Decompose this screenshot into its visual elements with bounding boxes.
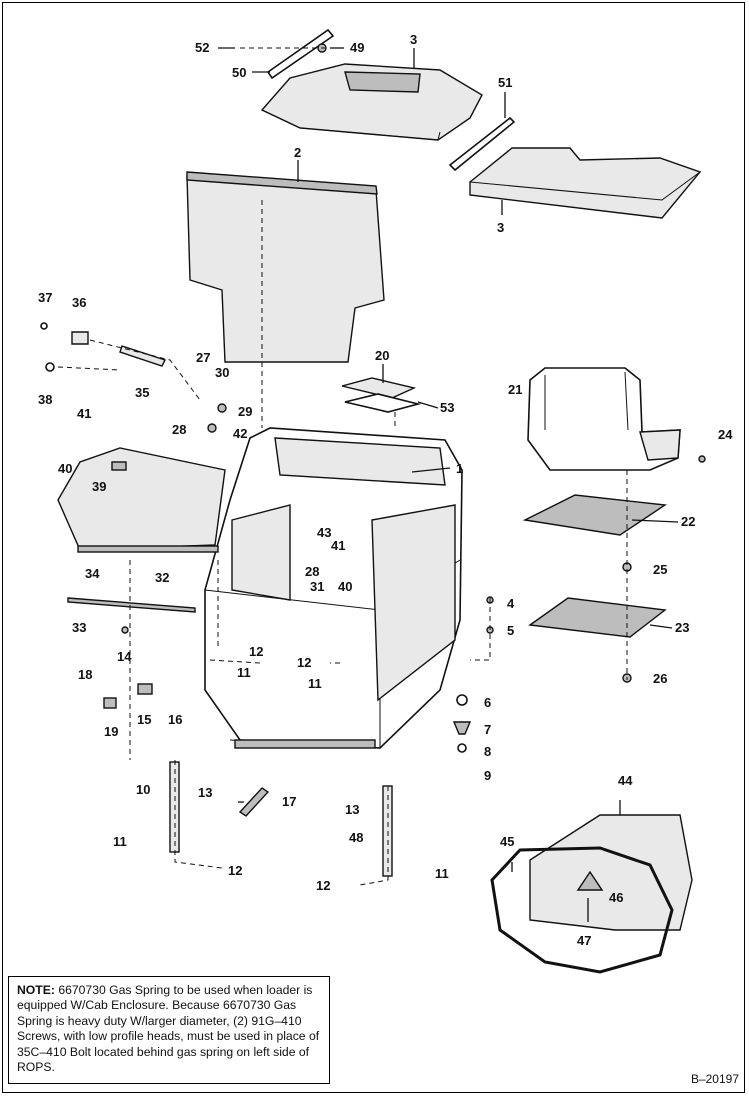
label-part-49: 49 bbox=[350, 40, 364, 55]
label-part-11-left: 11 bbox=[113, 834, 127, 849]
label-part-11-bottom: 11 bbox=[435, 866, 449, 881]
side-window-34-39 bbox=[57, 447, 226, 553]
label-part-35: 35 bbox=[135, 385, 149, 400]
label-part-44: 44 bbox=[618, 773, 633, 788]
label-part-40-left: 40 bbox=[58, 461, 72, 476]
roof-panel-lower bbox=[469, 147, 702, 219]
label-part-41-left: 41 bbox=[77, 406, 91, 421]
label-part-7: 7 bbox=[484, 722, 491, 737]
label-part-39: 39 bbox=[92, 479, 106, 494]
label-part-13-right: 13 bbox=[345, 802, 359, 817]
label-part-38: 38 bbox=[38, 392, 52, 407]
label-part-37: 37 bbox=[38, 290, 52, 305]
label-part-3-top: 3 bbox=[410, 32, 417, 47]
label-part-19: 19 bbox=[104, 724, 118, 739]
label-part-41-center: 41 bbox=[331, 538, 345, 553]
label-part-26: 26 bbox=[653, 671, 667, 686]
drawing-number: B–20197 bbox=[690, 1072, 739, 1086]
seat-plate-22 bbox=[522, 494, 667, 536]
label-part-40-center: 40 bbox=[338, 579, 352, 594]
label-part-52: 52 bbox=[195, 40, 209, 55]
label-part-36: 36 bbox=[72, 295, 86, 310]
wiper-arm-50 bbox=[266, 28, 335, 80]
label-part-14: 14 bbox=[117, 649, 132, 664]
seat-plate-23 bbox=[528, 597, 667, 638]
label-part-13-left: 13 bbox=[198, 785, 212, 800]
label-part-12-left: 12 bbox=[228, 863, 242, 878]
label-part-2: 2 bbox=[294, 145, 301, 160]
note-label: NOTE: bbox=[17, 983, 55, 997]
label-part-29: 29 bbox=[238, 404, 252, 419]
label-part-10: 10 bbox=[136, 782, 150, 797]
label-part-27: 27 bbox=[196, 350, 210, 365]
label-part-12-center: 12 bbox=[249, 644, 263, 659]
label-part-1: 1 bbox=[456, 461, 463, 476]
label-part-3-bottom: 3 bbox=[497, 220, 504, 235]
seal-45 bbox=[490, 846, 674, 974]
label-part-32: 32 bbox=[155, 570, 169, 585]
label-part-18: 18 bbox=[78, 667, 92, 682]
seat-bar-parts-35-36 bbox=[40, 322, 166, 372]
rod-33 bbox=[67, 597, 196, 613]
label-part-51: 51 bbox=[498, 75, 512, 90]
label-part-34: 34 bbox=[85, 566, 100, 581]
roof-panel-upper bbox=[260, 63, 483, 141]
rops-cab-frame-1 bbox=[204, 427, 463, 749]
label-part-6: 6 bbox=[484, 695, 491, 710]
label-part-17: 17 bbox=[282, 794, 296, 809]
label-part-4: 4 bbox=[507, 596, 515, 611]
label-part-16: 16 bbox=[168, 712, 182, 727]
label-part-5: 5 bbox=[507, 623, 514, 638]
label-part-8: 8 bbox=[484, 744, 491, 759]
label-part-28-center: 28 bbox=[305, 564, 319, 579]
label-part-20: 20 bbox=[375, 348, 389, 363]
label-part-15: 15 bbox=[137, 712, 151, 727]
label-part-28-top: 28 bbox=[172, 422, 186, 437]
label-part-9: 9 bbox=[484, 768, 491, 783]
label-part-25: 25 bbox=[653, 562, 667, 577]
label-part-42: 42 bbox=[233, 426, 247, 441]
label-part-53: 53 bbox=[440, 400, 454, 415]
rear-panel-2 bbox=[186, 171, 385, 363]
label-part-48: 48 bbox=[349, 830, 363, 845]
label-part-11-right: 11 bbox=[308, 676, 322, 691]
label-part-24: 24 bbox=[718, 427, 733, 442]
strip-17 bbox=[238, 787, 270, 817]
label-part-23: 23 bbox=[675, 620, 689, 635]
label-part-22: 22 bbox=[681, 514, 695, 529]
wiper-blade-51 bbox=[448, 116, 516, 172]
label-part-12-right: 12 bbox=[297, 655, 311, 670]
label-part-43: 43 bbox=[317, 525, 331, 540]
label-part-33: 33 bbox=[72, 620, 86, 635]
note-text: 6670730 Gas Spring to be used when loade… bbox=[17, 983, 320, 1075]
label-part-11-center: 11 bbox=[237, 665, 251, 680]
cover-44 bbox=[529, 814, 693, 931]
label-part-31: 31 bbox=[310, 579, 324, 594]
seat-21 bbox=[527, 367, 681, 471]
label-part-50: 50 bbox=[232, 65, 246, 80]
label-part-47: 47 bbox=[577, 933, 591, 948]
label-part-12-bottom: 12 bbox=[316, 878, 330, 893]
label-part-30: 30 bbox=[215, 365, 229, 380]
hardware-marks bbox=[103, 43, 706, 753]
note-box: NOTE: 6670730 Gas Spring to be used when… bbox=[8, 976, 330, 1084]
label-part-46: 46 bbox=[609, 890, 623, 905]
top-window-20-53 bbox=[341, 377, 422, 413]
label-part-21: 21 bbox=[508, 382, 522, 397]
label-part-45: 45 bbox=[500, 834, 514, 849]
